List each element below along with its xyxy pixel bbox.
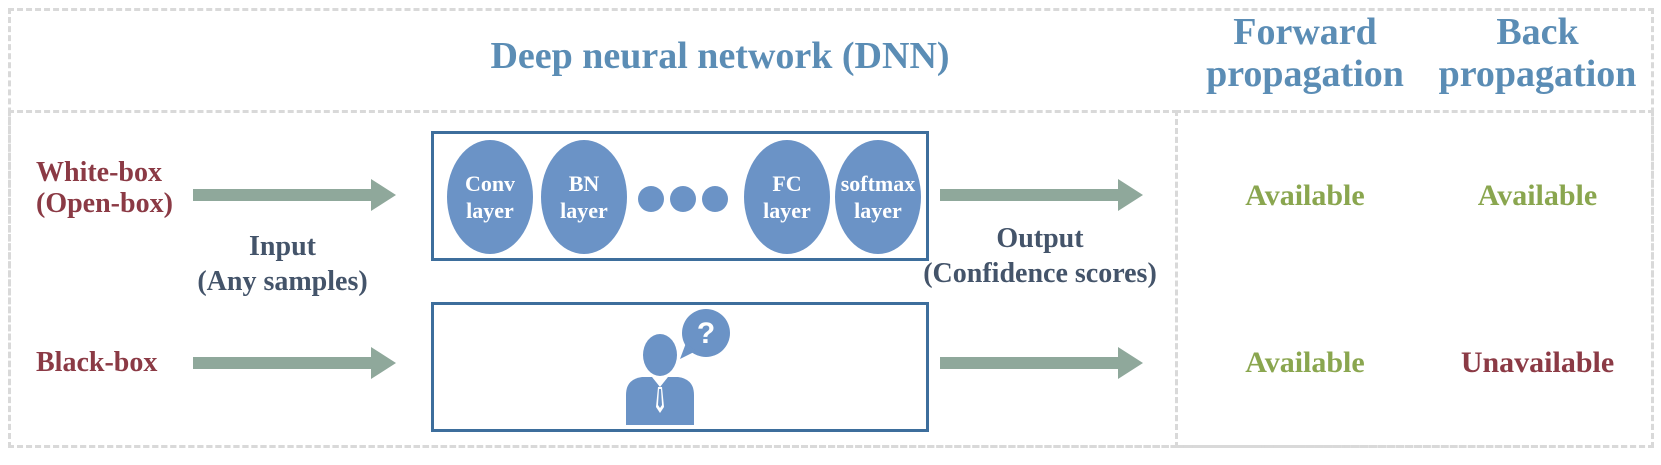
ellipsis-dot-2 <box>670 186 696 212</box>
black-box-network: ? <box>431 302 929 432</box>
white-back-status: Available <box>1477 179 1598 212</box>
conv-layer-line1: Conv <box>464 170 516 196</box>
output-line2: (Confidence scores) <box>923 257 1157 289</box>
conv-layer-line2: layer <box>466 198 514 223</box>
white-output-arrow <box>940 179 1143 211</box>
fc-layer: FC layer <box>744 140 830 254</box>
white-box-label: White-box (Open-box) <box>36 157 173 220</box>
ellipsis-dot-3 <box>702 186 728 212</box>
white-box-line2: (Open-box) <box>36 187 173 219</box>
dnn-title: Deep neural network (DNN) <box>490 35 950 77</box>
input-label: Input (Any samples) <box>180 231 385 298</box>
forward-header-line1: Forward <box>1233 11 1377 53</box>
conv-layer: Conv layer <box>447 140 533 254</box>
softmax-layer-line2: layer <box>854 198 902 223</box>
output-label: Output (Confidence scores) <box>905 223 1175 290</box>
fc-layer-line2: layer <box>763 198 811 223</box>
input-line2: (Any samples) <box>197 265 368 297</box>
propagation-dashed-frame <box>1175 110 1654 448</box>
fc-layer-line1: FC <box>772 170 802 196</box>
forward-propagation-header: Forward propagation <box>1190 11 1420 96</box>
person-question-icon: ? <box>626 309 730 425</box>
black-back-status: Unavailable <box>1460 346 1615 379</box>
forward-header-line2: propagation <box>1206 52 1404 95</box>
black-box-label: Black-box <box>36 347 158 378</box>
softmax-layer-line1: softmax <box>840 170 916 196</box>
softmax-layer: softmax layer <box>835 140 921 254</box>
ellipsis-dot-1 <box>638 186 664 212</box>
black-input-arrow <box>193 347 396 379</box>
bn-layer: BN layer <box>541 140 627 254</box>
output-line1: Output <box>996 223 1084 254</box>
svg-text:?: ? <box>697 317 715 350</box>
white-box-network: Conv layer BN layer FC layer softmax lay… <box>431 131 929 261</box>
white-box-line1: White-box <box>36 157 162 188</box>
black-output-arrow <box>940 347 1143 379</box>
black-forward-status: Available <box>1245 346 1365 379</box>
back-propagation-header: Back propagation <box>1425 11 1650 96</box>
white-forward-status: Available <box>1245 179 1365 212</box>
bn-layer-line1: BN <box>568 170 600 196</box>
white-input-arrow <box>193 179 396 211</box>
back-header-line1: Back <box>1496 11 1579 53</box>
input-line1: Input <box>249 231 316 262</box>
back-header-line2: propagation <box>1438 52 1637 95</box>
bn-layer-line2: layer <box>560 198 608 223</box>
